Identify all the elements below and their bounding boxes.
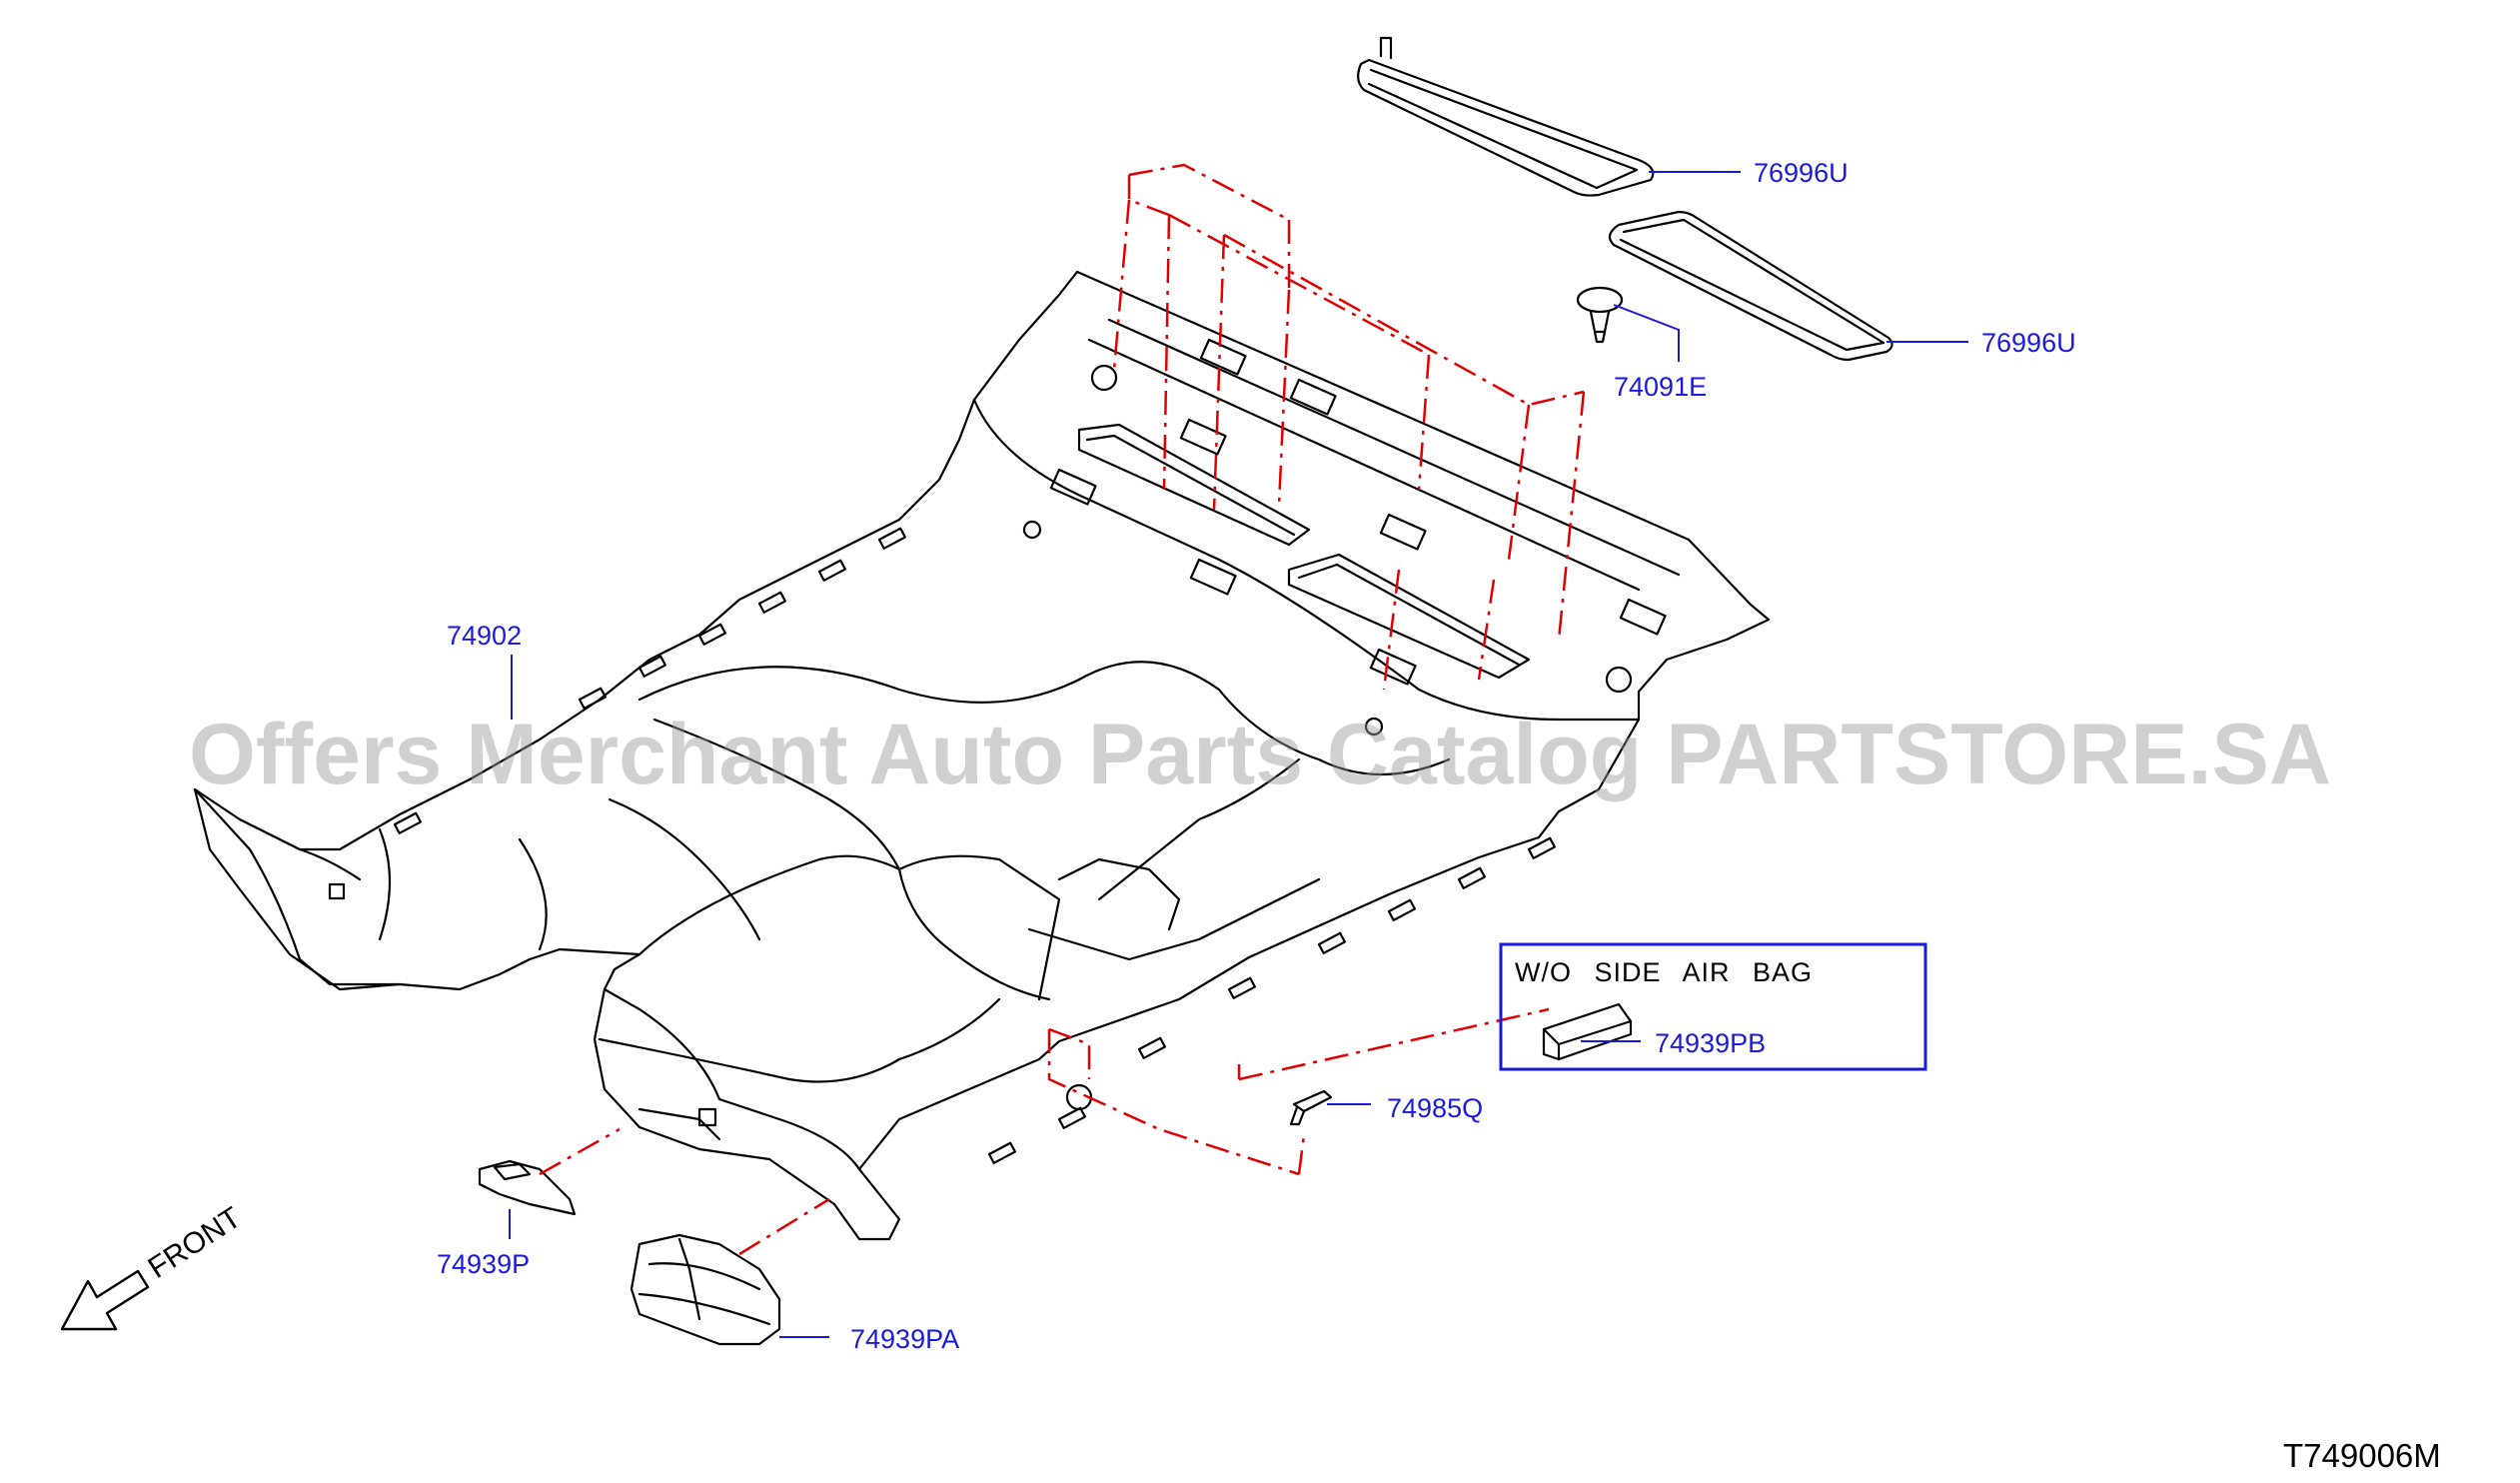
callout-74939p: 74939P bbox=[437, 1249, 531, 1279]
part-76996u-upper bbox=[1357, 58, 1655, 197]
front-arrow-icon bbox=[60, 1269, 150, 1331]
note-box bbox=[1499, 942, 1927, 1071]
part-74985q bbox=[1292, 1089, 1333, 1113]
part-74091e bbox=[1576, 286, 1624, 314]
part-74939p bbox=[478, 1159, 577, 1216]
callout-76996u-upper: 76996U bbox=[1754, 158, 1849, 188]
front-left-footwell bbox=[193, 787, 402, 986]
center-tunnel bbox=[637, 661, 1451, 776]
part-74939pa bbox=[630, 1233, 781, 1346]
rear-opening-left bbox=[1077, 423, 1311, 547]
callout-74985q: 74985Q bbox=[1387, 1093, 1484, 1123]
callout-74902: 74902 bbox=[447, 621, 523, 651]
callout-76996u-lower: 76996U bbox=[1981, 328, 2076, 358]
rear-opening-right bbox=[1287, 553, 1531, 680]
callout-74091e: 74091E bbox=[1614, 372, 1708, 402]
rear-floor-ridge bbox=[972, 398, 1641, 722]
part-74939pb bbox=[1542, 1002, 1633, 1061]
diagram-code: T749006M bbox=[2283, 1437, 2441, 1474]
part-76996u-lower bbox=[1608, 210, 1893, 362]
callout-74939pb: 74939PB bbox=[1655, 1028, 1767, 1058]
note-box-label: W/O SIDE AIR BAG bbox=[1515, 957, 1814, 987]
callout-74939pa: 74939PA bbox=[850, 1324, 960, 1354]
